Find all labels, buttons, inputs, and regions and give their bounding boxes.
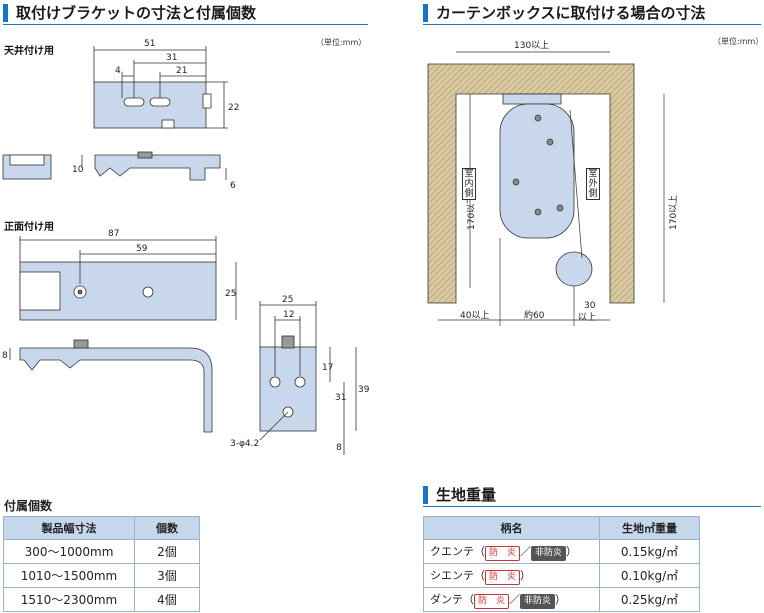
dim-right-top: 30 — [584, 301, 596, 311]
divider — [423, 24, 761, 25]
weight-bar — [555, 251, 593, 287]
section-bar — [423, 485, 428, 504]
dim-31: 31 — [166, 53, 177, 63]
dim-4: 4 — [115, 66, 121, 76]
section-bar — [423, 3, 428, 22]
blind-head-unit — [499, 103, 575, 239]
accessory-table-title: 付属個数 — [4, 499, 53, 513]
bracket-section-title: 取付けブラケットの寸法と付属個数 — [3, 2, 256, 23]
unit-label: （単位:mm） — [316, 38, 367, 47]
indoor-side-label: 室内側 — [462, 168, 476, 200]
dim-22: 22 — [228, 103, 239, 113]
dim-8b: 8 — [336, 443, 342, 453]
outdoor-side-label: 室外側 — [586, 168, 600, 200]
unit-label: （単位:mm） — [713, 37, 764, 46]
row-size: 300〜1000mm — [3, 539, 135, 564]
box-section-title: カーテンボックスに取付ける場合の寸法 — [423, 2, 706, 23]
dim-8: 8 — [2, 351, 8, 361]
header-size: 製品幅寸法 — [3, 516, 135, 540]
fabric-weight-table: 柄名 生地㎡重量 クエンテ（防 炎／非防炎） 0.15kg/㎡ シエンテ（防 炎… — [423, 516, 700, 612]
divider — [3, 24, 368, 25]
dim-51: 51 — [144, 39, 155, 49]
non-fireproof-badge: 非防炎 — [520, 593, 556, 609]
fabric-title-text: 生地重量 — [436, 486, 497, 504]
ceiling-mount-label: 天井付け用 — [4, 46, 54, 57]
row-pattern: ダンテ（防 炎／非防炎） — [423, 587, 600, 612]
non-fireproof-badge: 非防炎 — [531, 545, 567, 561]
curtain-box-diagram: 130以上 170以下 170以上 40以上 約60 30 以上 — [427, 40, 679, 326]
header-weight: 生地㎡重量 — [599, 516, 700, 540]
header-count: 個数 — [134, 516, 200, 540]
dim-59: 59 — [136, 244, 148, 254]
header-pattern: 柄名 — [423, 516, 600, 540]
table-row: 1010〜1500mm 3個 — [3, 563, 200, 588]
dim-12: 12 — [283, 310, 294, 320]
divider — [423, 506, 761, 507]
fabric-section-title: 生地重量 — [423, 484, 496, 505]
dim-6: 6 — [230, 181, 236, 191]
dim-17: 17 — [322, 363, 333, 373]
table-row: クエンテ（防 炎／非防炎） 0.15kg/㎡ — [423, 539, 700, 564]
bracket-drawings: 51 31 4 21 22 10 6 87 59 25 8 25 12 17 3… — [2, 39, 370, 455]
front-bracket-side — [19, 347, 213, 433]
dim-25: 25 — [225, 289, 236, 299]
mount-bracket — [502, 93, 562, 105]
dim-left: 40以上 — [460, 310, 489, 321]
row-size: 1010〜1500mm — [3, 563, 135, 588]
row-count: 2個 — [134, 539, 200, 564]
ceiling-bracket-top — [93, 81, 207, 129]
table-row: ダンテ（防 炎／非防炎） 0.25kg/㎡ — [423, 587, 700, 612]
table-row: シエンテ（防 炎） 0.10kg/㎡ — [423, 563, 700, 588]
front-bracket-front — [259, 346, 317, 432]
accessory-table: 製品幅寸法 個数 300〜1000mm 2個 1010〜1500mm 3個 15… — [3, 516, 200, 612]
dim-inner-height: 170以下 — [467, 195, 477, 230]
table-row: 1510〜2300mm 4個 — [3, 587, 200, 612]
row-pattern: クエンテ（防 炎／非防炎） — [423, 539, 600, 564]
curtain-box-wall — [427, 63, 635, 304]
row-weight: 0.15kg/㎡ — [599, 539, 700, 564]
bracket-title-text: 取付けブラケットの寸法と付属個数 — [16, 4, 257, 22]
ceiling-bracket-side — [94, 154, 221, 181]
row-pattern: シエンテ（防 炎） — [423, 563, 600, 588]
fireproof-badge: 防 炎 — [485, 545, 521, 561]
section-bar — [3, 3, 8, 22]
table-row: 300〜1000mm 2個 — [3, 539, 200, 564]
dim-middle: 約60 — [524, 309, 545, 321]
row-count: 3個 — [134, 563, 200, 588]
front-mount-label: 正面付け用 — [4, 222, 54, 233]
row-size: 1510〜2300mm — [3, 587, 135, 612]
dim-87: 87 — [108, 229, 119, 239]
dim-21: 21 — [176, 66, 187, 76]
dim-top: 130以上 — [514, 40, 549, 51]
dim-31b: 31 — [335, 393, 346, 403]
dim-39: 39 — [358, 385, 370, 395]
row-count: 4個 — [134, 587, 200, 612]
dim-10: 10 — [72, 165, 84, 175]
dim-outer-height: 170以上 — [668, 195, 679, 230]
dim-25b: 25 — [282, 295, 293, 305]
dim-right-bottom: 以上 — [578, 312, 596, 323]
row-weight: 0.25kg/㎡ — [599, 587, 700, 612]
hole-spec: 3-φ4.2 — [230, 439, 259, 449]
fireproof-badge: 防 炎 — [474, 593, 510, 609]
row-weight: 0.10kg/㎡ — [599, 563, 700, 588]
box-title-text: カーテンボックスに取付ける場合の寸法 — [436, 4, 706, 22]
fireproof-badge: 防 炎 — [485, 569, 521, 585]
